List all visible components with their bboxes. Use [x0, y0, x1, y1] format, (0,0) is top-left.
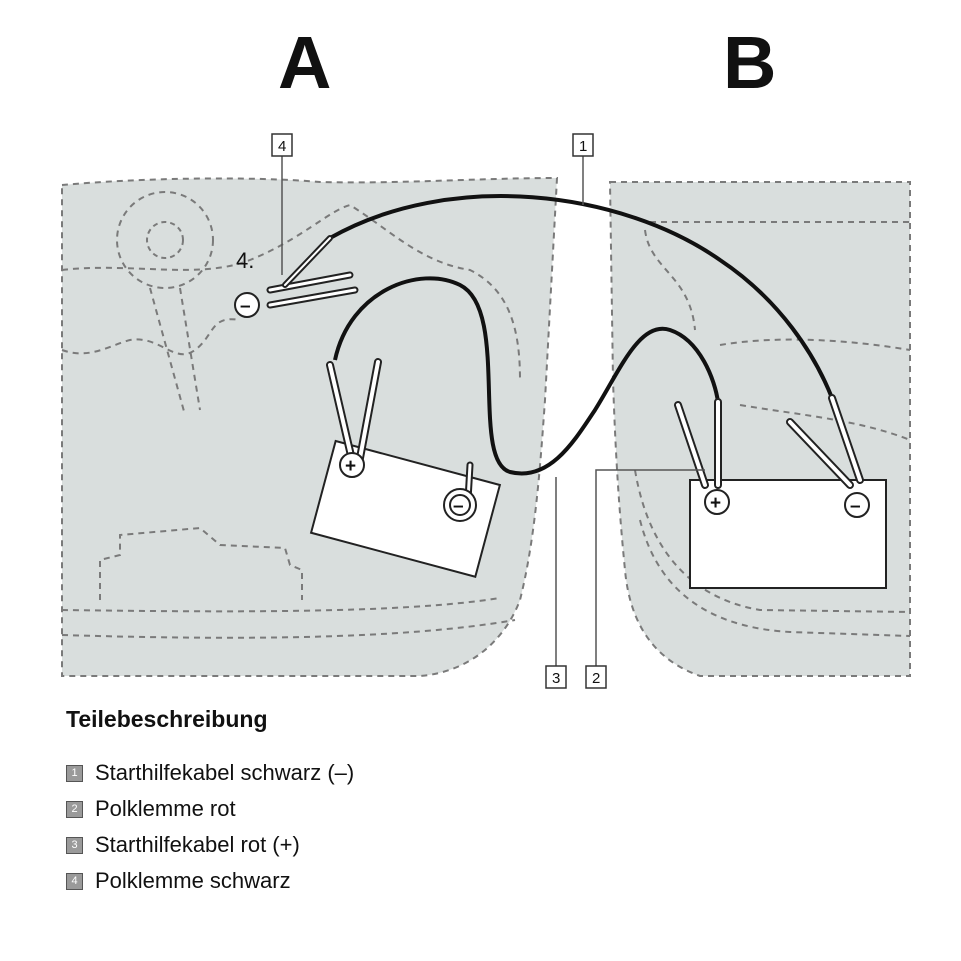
vehicle-a-label: A — [278, 21, 331, 104]
clamp-battery-b-minus: – — [786, 394, 870, 518]
legend-item-label: Starthilfekabel schwarz (–) — [95, 760, 355, 785]
legend-title: Teilebeschreibung — [66, 706, 268, 732]
legend-number-badge: 3 — [66, 836, 83, 854]
minus-clamp-a: – — [240, 296, 251, 317]
callout-1: 1 — [572, 133, 594, 157]
black-jumper-cable — [329, 194, 834, 399]
legend-item-label: Starthilfekabel rot (+) — [95, 832, 300, 857]
legend-item: 3 Starthilfekabel rot (+) — [66, 827, 766, 863]
minus-terminal-b: – — [850, 496, 861, 517]
plus-terminal-b: + — [710, 493, 721, 514]
callout-2: 2 — [585, 665, 607, 689]
parts-legend: Teilebeschreibung 1 Starthilfekabel schw… — [66, 706, 766, 899]
step-label: 4. — [236, 248, 254, 273]
legend-item: 2 Polklemme rot — [66, 791, 766, 827]
legend-number-badge: 4 — [66, 872, 83, 890]
vehicle-b-engine-bay — [608, 181, 911, 677]
legend-number-badge: 1 — [66, 764, 83, 782]
jump-start-diagram: A B + – – 4. + — [61, 21, 911, 689]
svg-text:4: 4 — [278, 138, 286, 155]
red-jumper-cable — [333, 276, 720, 476]
legend-list: 1 Starthilfekabel schwarz (–) 2 Polklemm… — [66, 755, 766, 899]
black-clamp-engine-ground: – — [234, 235, 359, 318]
legend-number-badge: 2 — [66, 800, 83, 818]
minus-terminal-a: – — [453, 496, 464, 517]
callout-4: 4 — [271, 133, 293, 157]
svg-text:1: 1 — [579, 138, 587, 155]
legend-item-label: Polklemme rot — [95, 796, 236, 821]
vehicle-b-label: B — [723, 21, 776, 104]
callout-3: 3 — [545, 665, 567, 689]
battery-a-minus-terminal: – — [443, 461, 477, 522]
svg-text:3: 3 — [552, 670, 560, 687]
legend-item: 1 Starthilfekabel schwarz (–) — [66, 755, 766, 791]
legend-item-label: Polklemme schwarz — [95, 868, 291, 893]
callout-lines — [281, 156, 705, 666]
legend-item: 4 Polklemme schwarz — [66, 863, 766, 899]
red-clamp-battery-b-plus: + — [674, 398, 730, 515]
clamp-battery-a-plus: + — [326, 358, 382, 478]
vehicle-a-engine-bay — [61, 176, 559, 677]
plus-terminal-a: + — [345, 456, 356, 477]
svg-text:2: 2 — [592, 670, 600, 687]
